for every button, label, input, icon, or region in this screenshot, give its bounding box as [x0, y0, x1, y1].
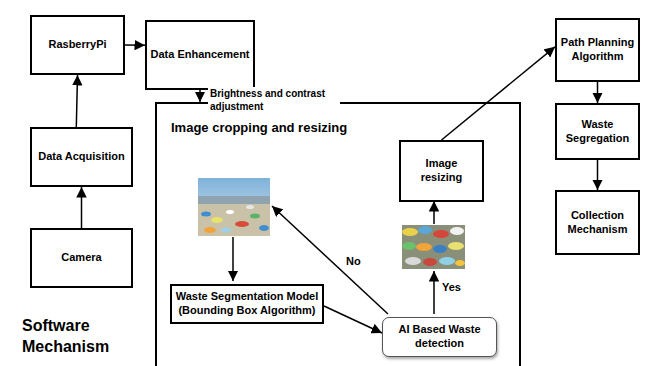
process-box: Data Enhancement: [145, 20, 255, 90]
waste-photo: [402, 225, 465, 269]
node-text: Data Enhancement: [150, 48, 249, 62]
node-text: AI Based Waste detection: [386, 323, 493, 351]
flow-arrow: [597, 160, 599, 190]
process-box: Image resizing: [399, 140, 484, 202]
node-text: Waste Segmentation Model (Bounding Box A…: [175, 290, 319, 318]
flow-arrow: [125, 44, 145, 46]
decision-box: AI Based Waste detection: [382, 317, 497, 357]
process-box: Waste Segmentation Model (Bounding Box A…: [170, 284, 324, 324]
waste-photo: [198, 178, 270, 236]
region-heading: Image cropping and resizing: [171, 120, 347, 136]
flow-arrow: [76, 75, 77, 127]
edge-label: Brightness and contrast adjustment: [208, 87, 340, 113]
process-box: Camera: [30, 228, 133, 288]
group-region: Image cropping and resizingWaste Segment…: [155, 102, 521, 366]
process-box: Path Planning Algorithm: [555, 18, 640, 82]
process-box: Waste Segregation: [555, 103, 640, 160]
branch-label: Yes: [442, 280, 461, 294]
flow-arrow: [324, 306, 382, 333]
node-text: Waste Segregation: [560, 118, 635, 146]
flow-arrow: [442, 47, 556, 140]
flow-arrow: [232, 237, 234, 281]
diagram-caption: Software Mechanism: [22, 316, 122, 358]
process-box: RasberryPi: [30, 15, 125, 75]
node-text: Collection Mechanism: [560, 209, 635, 237]
node-text: Image resizing: [404, 157, 479, 185]
process-box: Data Acquisition: [30, 127, 133, 187]
branch-label: No: [346, 254, 361, 268]
node-text: Camera: [61, 251, 101, 265]
flow-arrow: [433, 271, 435, 314]
process-box: Collection Mechanism: [555, 190, 640, 255]
flow-arrow: [597, 82, 599, 103]
node-text: Data Acquisition: [38, 150, 124, 164]
flow-arrow: [433, 201, 435, 224]
flow-arrow: [81, 187, 83, 228]
node-text: RasberryPi: [48, 38, 106, 52]
flow-arrow: [199, 90, 201, 102]
node-text: Path Planning Algorithm: [560, 36, 635, 64]
